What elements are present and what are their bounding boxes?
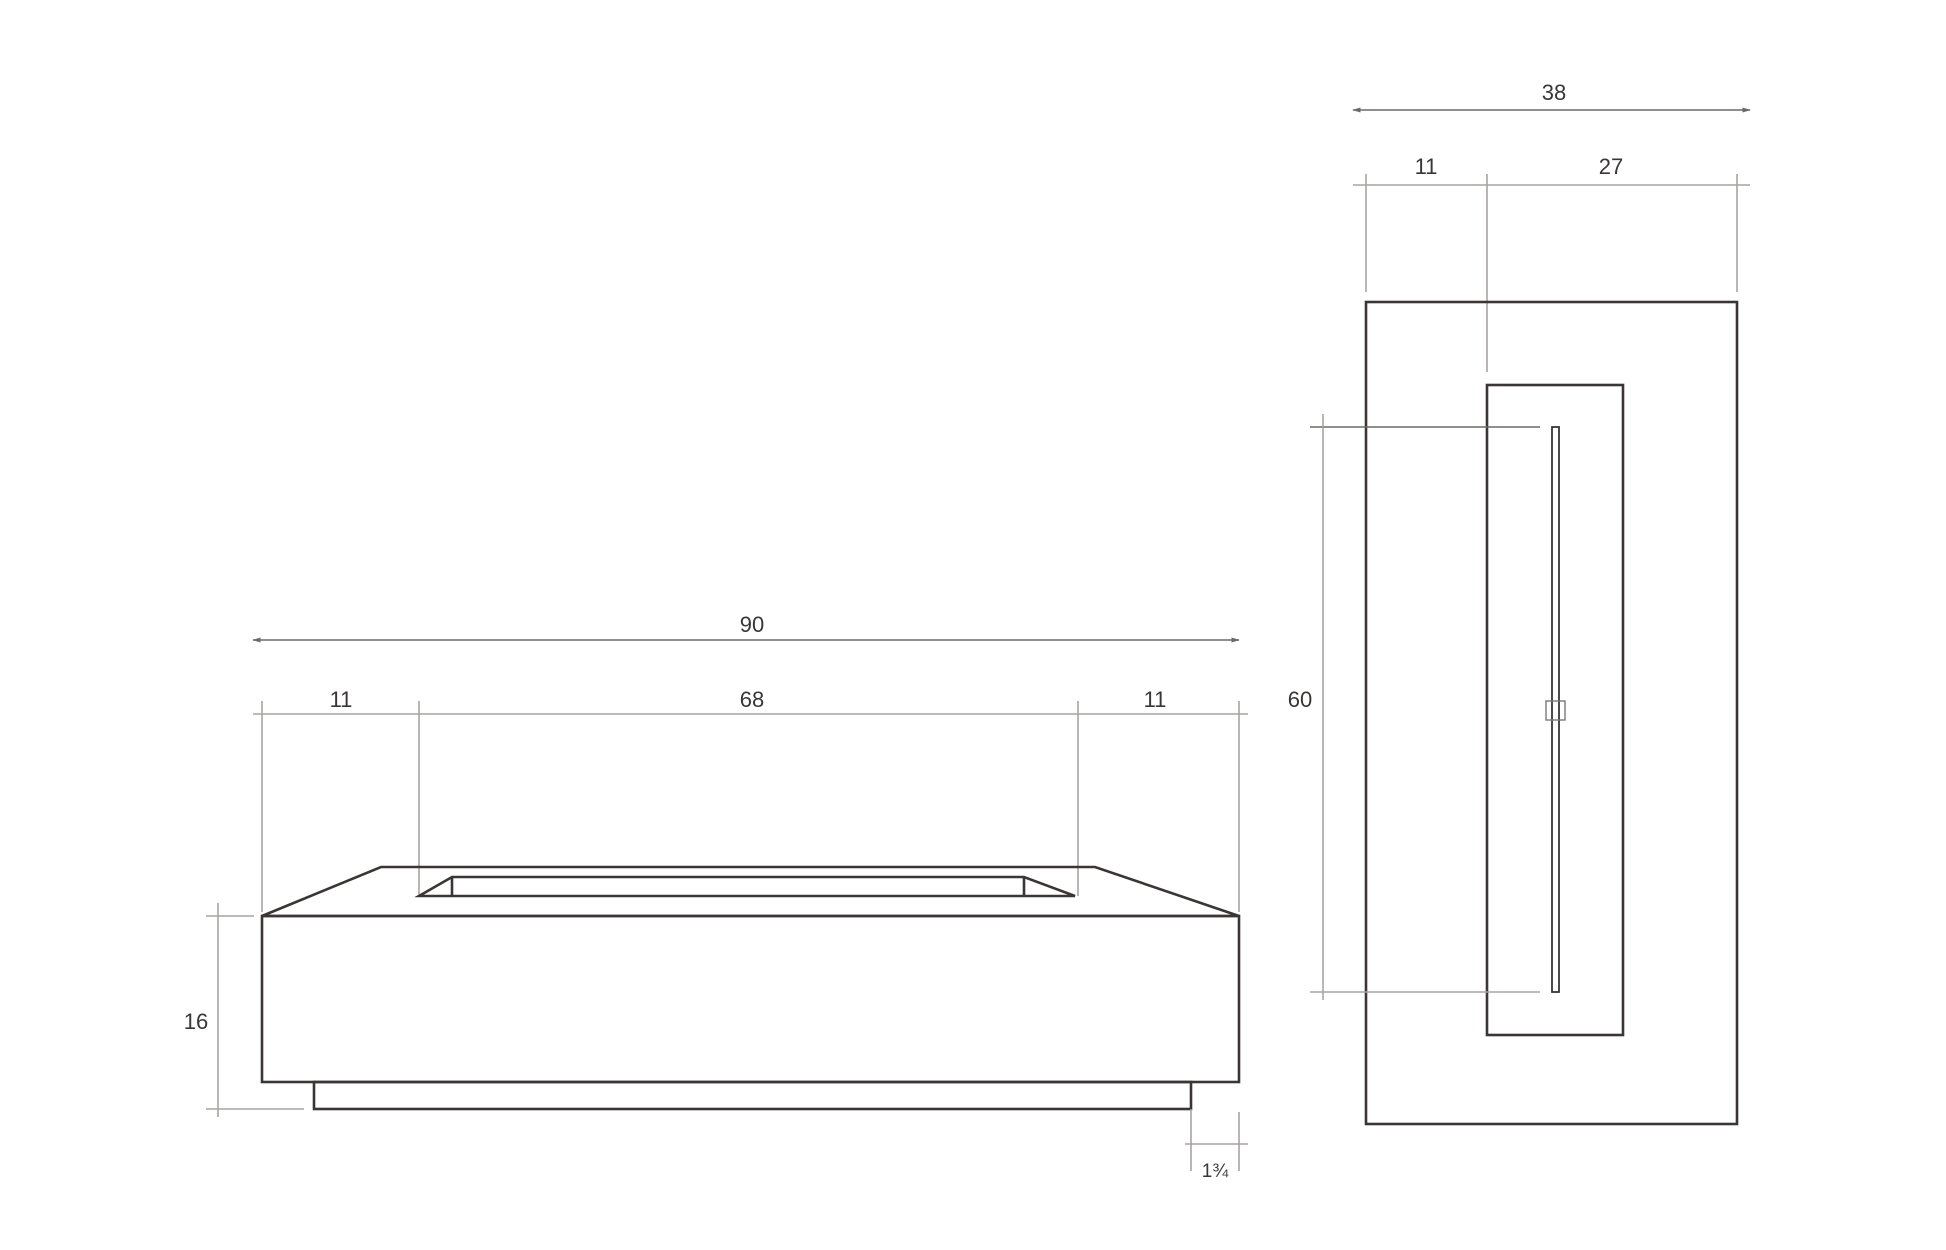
opening-width-label: 68 [740, 687, 764, 712]
overall-depth-label: 38 [1542, 80, 1566, 105]
burner-pan-outline [1485, 383, 1625, 1037]
burner-length-label: 60 [1288, 687, 1312, 712]
base-inset-label: 1¾ [1202, 1161, 1230, 1182]
front-margin-label: 11 [1415, 154, 1438, 179]
igniter-block [1545, 700, 1566, 721]
table-body [260, 914, 1241, 1084]
rear-section-label: 27 [1599, 154, 1623, 179]
overall-width-label: 90 [740, 612, 764, 637]
table-base [312, 1080, 1193, 1111]
top-view: 38 11 27 60 [1288, 80, 1751, 1126]
height-label: 16 [184, 1009, 208, 1034]
burner-opening [414, 875, 1076, 898]
front-view: 90 11 68 11 16 1¾ [184, 612, 1248, 1182]
left-margin-label: 11 [330, 687, 353, 712]
table-top-bevel [261, 865, 1240, 918]
burner-slot [1551, 426, 1560, 993]
right-margin-label: 11 [1144, 687, 1167, 712]
table-top-outline [1364, 300, 1739, 1126]
